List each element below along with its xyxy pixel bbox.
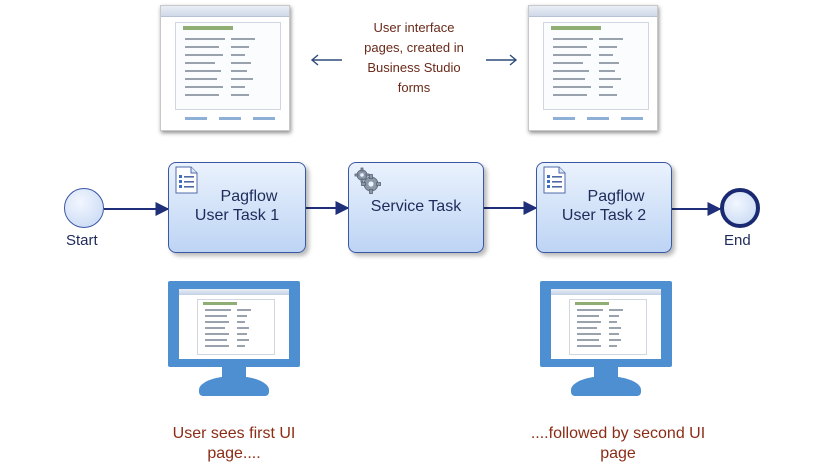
gear-icon xyxy=(354,167,381,194)
monitor-icon xyxy=(168,281,300,401)
start-label: Start xyxy=(66,232,98,249)
user-task-form-icon xyxy=(175,166,198,194)
note-line: pages, created in xyxy=(364,40,464,55)
caption-second-page: ....followed by second UI page xyxy=(500,424,736,464)
note-line: User interface xyxy=(373,20,455,35)
task2-line2: User Task 2 xyxy=(561,206,647,224)
task1-line2: User Task 1 xyxy=(194,206,280,224)
caption-line: page.... xyxy=(207,445,261,462)
caption-line: ....followed by second UI xyxy=(530,425,706,442)
task1-line1: Pagflow xyxy=(220,187,278,205)
note-line: Business Studio xyxy=(367,60,461,75)
service-task-label: Service Task xyxy=(370,198,462,215)
caption-line: page xyxy=(600,445,636,462)
note-arrow-right xyxy=(486,54,518,66)
caption-line: User sees first UI xyxy=(172,425,296,442)
note-arrow-left xyxy=(310,54,342,66)
form-thumbnail-1 xyxy=(160,5,290,131)
note-line: forms xyxy=(397,80,431,95)
monitor-icon xyxy=(540,281,672,401)
task2-line1: Pagflow xyxy=(587,187,645,205)
end-event[interactable] xyxy=(720,188,760,228)
ui-pages-note: User interface pages, created in Busines… xyxy=(342,18,486,98)
start-event[interactable] xyxy=(64,188,104,228)
user-task-form-icon xyxy=(543,166,566,194)
form-thumbnail-2 xyxy=(528,5,658,131)
caption-first-page: User sees first UI page.... xyxy=(134,424,334,464)
end-label: End xyxy=(724,232,751,249)
